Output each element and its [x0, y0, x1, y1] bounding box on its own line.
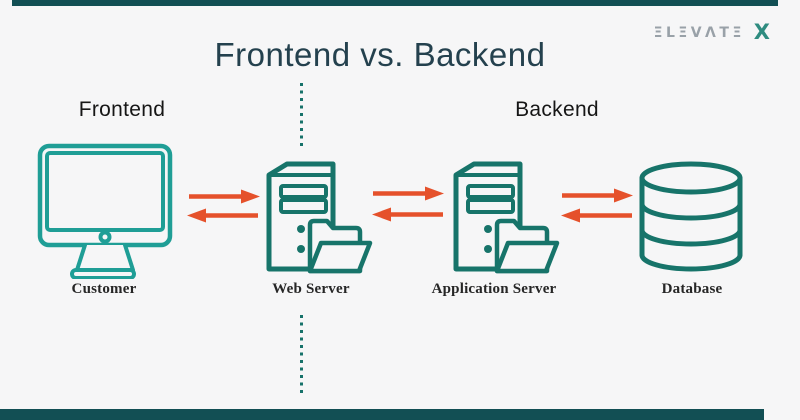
- brand-logo: ΞLΞVΛTΞ X: [654, 22, 770, 43]
- page-title: Frontend vs. Backend: [214, 36, 546, 73]
- monitor-icon: [37, 143, 173, 279]
- divider-dotted-top: [300, 83, 303, 149]
- arrow-customer-to-webserver-icon: [189, 189, 260, 204]
- node-label-customer: Customer: [71, 281, 137, 297]
- arrow-webserver-to-customer-icon: [187, 208, 258, 223]
- top-accent-bar: [12, 0, 778, 6]
- arrow-database-to-appserver-icon: [561, 208, 632, 223]
- node-label-database: Database: [661, 281, 723, 297]
- arrow-webserver-to-appserver-icon: [373, 186, 444, 201]
- application-server-icon: [453, 161, 560, 274]
- arrow-appserver-to-database-icon: [562, 188, 633, 203]
- divider-dotted-bottom: [300, 315, 303, 393]
- brand-x-icon: X: [753, 20, 770, 44]
- node-label-web-server: Web Server: [272, 281, 350, 297]
- node-label-application-server: Application Server: [431, 281, 557, 297]
- section-label-frontend: Frontend: [78, 98, 166, 121]
- brand-logo-text: ΞLΞVΛTΞ: [653, 24, 745, 41]
- section-label-backend: Backend: [515, 98, 599, 121]
- arrow-appserver-to-webserver-icon: [372, 207, 443, 222]
- bottom-accent-bar: [0, 409, 764, 420]
- web-server-icon: [266, 161, 373, 274]
- database-icon: [639, 161, 743, 272]
